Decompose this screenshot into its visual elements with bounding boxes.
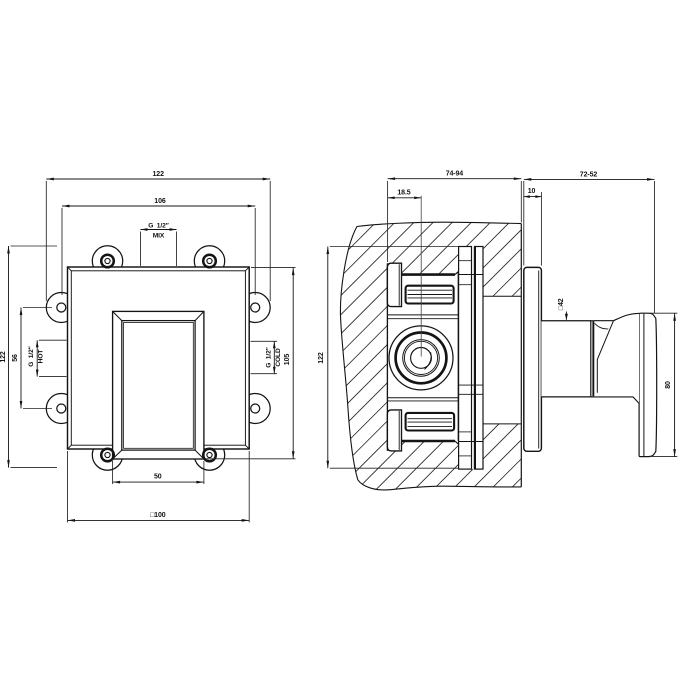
- svg-text:18.5: 18.5: [397, 190, 410, 197]
- svg-text:74-94: 74-94: [446, 171, 464, 178]
- svg-text:106: 106: [154, 198, 166, 205]
- svg-text:80: 80: [665, 381, 672, 389]
- svg-text:72-52: 72-52: [580, 171, 598, 178]
- svg-text:122: 122: [153, 171, 165, 178]
- svg-text:G 1/2″: G 1/2″: [148, 222, 169, 229]
- svg-text:□42: □42: [558, 298, 565, 310]
- svg-text:50: 50: [154, 474, 162, 481]
- svg-text:□100: □100: [150, 512, 166, 519]
- svg-text:COLD: COLD: [275, 348, 282, 367]
- svg-text:122: 122: [0, 351, 7, 363]
- svg-text:HOT: HOT: [38, 350, 45, 364]
- svg-text:105: 105: [284, 354, 291, 366]
- svg-text:56: 56: [12, 354, 19, 362]
- svg-text:10: 10: [528, 188, 536, 195]
- svg-text:122: 122: [318, 352, 325, 364]
- svg-text:G 1/2″: G 1/2″: [265, 346, 272, 367]
- svg-text:G 1/2″: G 1/2″: [28, 345, 35, 366]
- svg-text:MIX: MIX: [153, 233, 165, 240]
